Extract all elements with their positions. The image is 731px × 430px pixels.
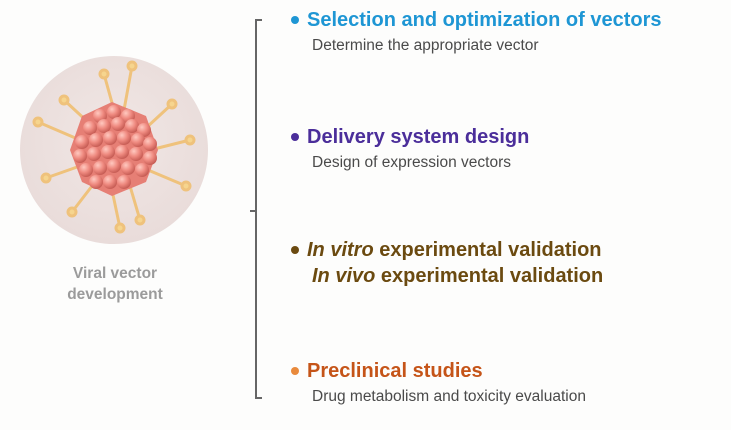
in-vivo-label: In vivo [312, 265, 376, 287]
in-vitro-rest: experimental validation [373, 239, 602, 261]
step-description: Determine the appropriate vector [312, 37, 539, 54]
step-experimental-validation: In vitro experimental validation In vivo… [288, 237, 728, 289]
step-vector-selection: Selection and optimization of vectors De… [288, 7, 728, 55]
in-vitro-label: In vitro [307, 239, 374, 261]
step-title: Delivery system design [307, 126, 530, 148]
step-description: Drug metabolism and toxicity evaluation [312, 388, 586, 405]
bullet-icon [291, 16, 299, 24]
step-preclinical-studies: Preclinical studies Drug metabolism and … [288, 358, 728, 406]
step-description: Design of expression vectors [312, 154, 512, 171]
bracket [255, 19, 262, 399]
step-title: Selection and optimization of vectors [307, 9, 662, 31]
illustration-caption: Viral vector development [40, 263, 190, 305]
caption-line-2: development [67, 286, 163, 303]
step-delivery-design: Delivery system design Design of express… [288, 124, 728, 172]
caption-line-1: Viral vector [72, 265, 158, 282]
bullet-icon [291, 367, 299, 375]
capsid-spheres [73, 105, 157, 189]
bullet-icon [291, 246, 299, 254]
bullet-icon [291, 133, 299, 141]
in-vivo-rest: experimental validation [375, 265, 604, 287]
step-title: Preclinical studies [307, 360, 483, 382]
